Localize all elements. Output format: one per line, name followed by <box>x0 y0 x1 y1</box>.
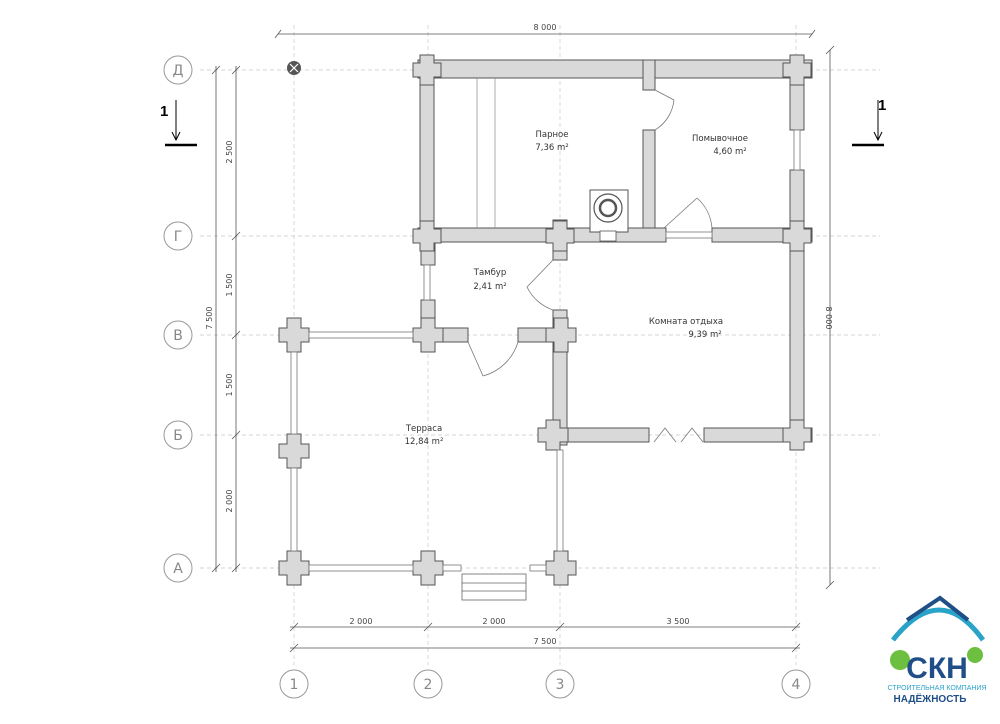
dim-bottom-seg-1: 2 000 <box>350 617 373 626</box>
dim-right-total: 8 000 <box>824 307 833 330</box>
dim-left-seg-3: 1 500 <box>225 374 234 397</box>
origin-marker-icon <box>287 61 301 75</box>
row-label-g: Г <box>174 229 183 245</box>
doors <box>467 89 713 443</box>
windows <box>423 129 801 301</box>
room-area-wash: 4,60 m² <box>713 147 746 157</box>
dim-left-total: 7 500 <box>205 307 214 330</box>
col-axis-markers <box>279 669 811 699</box>
logo-brand: СКН <box>906 652 968 685</box>
row-label-b: Б <box>173 428 183 444</box>
room-area-rest: 9,39 m² <box>688 330 721 340</box>
logo-subtitle: СТРОИТЕЛЬНАЯ КОМПАНИЯ <box>887 685 986 692</box>
dim-bottom-total: 7 500 <box>534 637 557 646</box>
col-label-1: 1 <box>290 677 299 693</box>
room-area-terrace: 12,84 m² <box>405 437 444 447</box>
corner-posts <box>278 54 812 586</box>
room-name-rest: Комната отдыха <box>649 317 723 327</box>
room-area-steam: 7,36 m² <box>535 143 568 153</box>
sauna-benches <box>476 78 496 228</box>
stove-icon <box>589 189 629 242</box>
dim-bottom-seg-2: 2 000 <box>483 617 506 626</box>
room-name-wash: Помывочное <box>692 134 748 144</box>
terrace-steps <box>461 573 527 601</box>
section-label-right: 1 <box>878 97 886 114</box>
section-mark-right <box>852 100 884 147</box>
logo-name: НАДЁЖНОСТЬ <box>894 692 967 705</box>
row-label-v: В <box>173 328 183 344</box>
section-label-left: 1 <box>160 103 168 120</box>
terrace-railings <box>290 331 564 572</box>
room-name-terrace: Терраса <box>405 424 442 434</box>
section-mark-left <box>165 100 197 147</box>
company-logo: СКН СТРОИТЕЛЬНАЯ КОМПАНИЯ НАДЁЖНОСТЬ <box>887 595 987 705</box>
room-name-steam: Парное <box>536 130 569 140</box>
dim-top-total: 8 000 <box>534 23 557 32</box>
dimension-lines <box>211 29 835 653</box>
row-label-d: Д <box>173 63 184 79</box>
col-label-2: 2 <box>424 677 433 693</box>
room-name-tambour: Тамбур <box>473 268 506 278</box>
col-label-4: 4 <box>792 677 801 693</box>
row-label-a: А <box>173 561 183 577</box>
dim-left-seg-1: 2 500 <box>225 141 234 164</box>
dim-left-seg-4: 2 000 <box>225 490 234 513</box>
dim-left-seg-2: 1 500 <box>225 274 234 297</box>
room-area-tambour: 2,41 m² <box>473 282 506 292</box>
dim-bottom-seg-3: 3 500 <box>667 617 690 626</box>
row-axis-markers <box>163 55 193 583</box>
col-label-3: 3 <box>556 677 565 693</box>
